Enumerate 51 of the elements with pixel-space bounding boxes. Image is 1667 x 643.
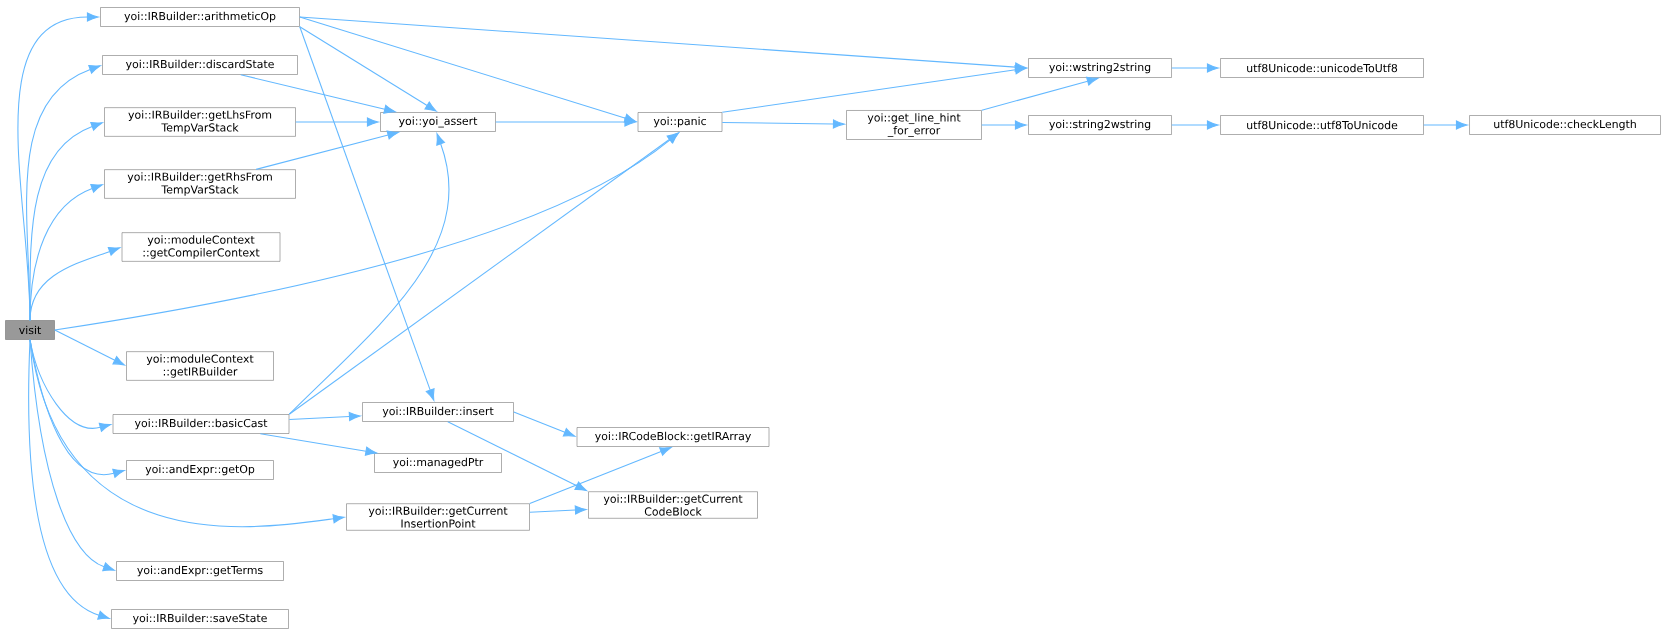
function-box: yoi::IRBuilder::basicCast <box>112 414 290 434</box>
arrow <box>299 16 637 123</box>
arrow <box>259 433 378 456</box>
function-box: yoi::panic <box>637 112 723 132</box>
function-box: utf8Unicode::utf8ToUnicode <box>1220 115 1424 135</box>
function-box: yoi::moduleContext ::getCompilerContext <box>121 232 281 262</box>
arrow <box>299 26 437 112</box>
function-box: yoi::string2wstring <box>1028 115 1172 135</box>
function-box: yoi::IRBuilder::discardState <box>102 55 298 75</box>
arrow <box>1171 63 1219 73</box>
function-box: yoi::IRBuilder::insert <box>362 402 514 422</box>
arrow <box>54 132 679 331</box>
arrow <box>529 505 587 515</box>
function-box: yoi::IRCodeBlock::getIRArray <box>576 427 770 447</box>
arrow <box>288 411 361 422</box>
function-box: utf8Unicode::checkLength <box>1469 115 1661 135</box>
arrow <box>495 117 637 127</box>
arrow <box>447 421 587 491</box>
function-box: utf8Unicode::unicodeToUtf8 <box>1220 58 1424 78</box>
function-box: yoi::IRBuilder::getCurrent CodeBlock <box>588 491 758 519</box>
function-box: yoi::yoi_assert <box>380 112 496 132</box>
arrow <box>28 339 110 620</box>
function-box: yoi::andExpr::getTerms <box>116 561 284 581</box>
arrow <box>299 26 435 401</box>
arrow <box>295 117 379 127</box>
arrow <box>299 16 1027 72</box>
function-box: yoi::wstring2string <box>1028 58 1172 78</box>
function-box: yoi::IRBuilder::getRhsFrom TempVarStack <box>104 169 296 199</box>
function-box: yoi::IRBuilder::arithmeticOp <box>100 7 300 27</box>
arrow <box>255 130 399 170</box>
function-box: yoi::IRBuilder::getLhsFrom TempVarStack <box>104 107 296 137</box>
arrow <box>529 447 672 504</box>
arrow <box>54 329 125 366</box>
arrow <box>1171 120 1219 130</box>
arrow <box>721 65 1027 113</box>
arrow <box>288 133 450 415</box>
function-box: yoi::moduleContext ::getIRBuilder <box>126 351 274 381</box>
arrow <box>288 132 679 415</box>
arrow <box>1423 120 1468 130</box>
arrow <box>29 247 121 321</box>
function-box: yoi::IRBuilder::saveState <box>111 609 289 629</box>
arrow <box>721 119 845 129</box>
arrow <box>240 74 396 114</box>
function-box: yoi::managedPtr <box>374 453 502 473</box>
arrow <box>513 411 576 437</box>
function-box: yoi::andExpr::getOp <box>126 460 274 480</box>
function-box: visit <box>5 320 55 340</box>
arrow <box>981 76 1099 111</box>
function-box: yoi::IRBuilder::getCurrent InsertionPoint <box>346 503 530 531</box>
function-box: yoi::get_line_hint _for_error <box>846 110 982 140</box>
arrow <box>981 120 1027 130</box>
